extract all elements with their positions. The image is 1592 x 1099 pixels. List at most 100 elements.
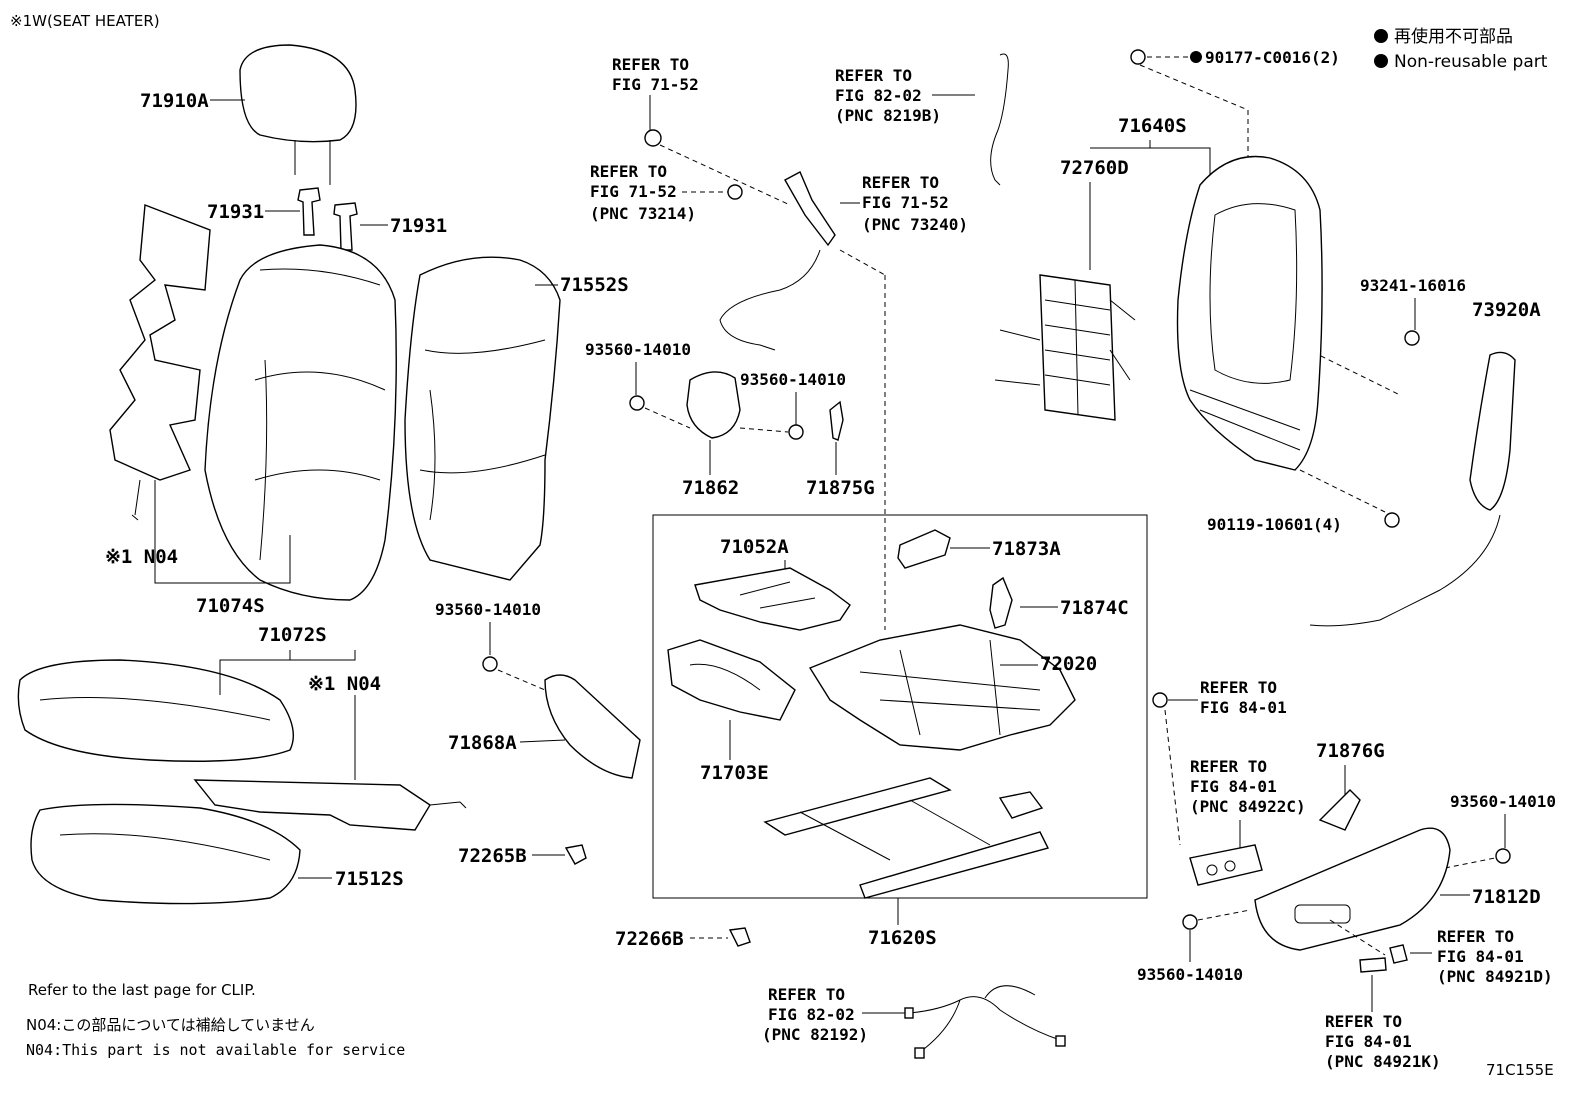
- ref-5-line2: FIG 84-01: [1200, 698, 1287, 717]
- part-label-93560-a: 93560-14010: [585, 340, 691, 359]
- clip-icon: [564, 844, 587, 865]
- non-reusable-bullet-icon: [1190, 51, 1202, 63]
- part-label-71875G: 71875G: [806, 477, 875, 499]
- part-label-71074S: 71074S: [196, 595, 265, 617]
- part-label-93560-c: 93560-14010: [435, 600, 541, 619]
- headrest-support-part: [297, 187, 358, 251]
- part-label-93560-d: 93560-14010: [1450, 792, 1556, 811]
- knob-84921K-icon: [1359, 957, 1387, 973]
- n04-label-back: ※1 N04: [105, 546, 178, 568]
- shield-71868A-part: [544, 674, 641, 779]
- bolt-icon: [1404, 330, 1420, 346]
- legend-bullet-icon: [1374, 54, 1388, 68]
- ref-7-line2: FIG 84-01: [1437, 947, 1524, 966]
- part-label-71873A: 71873A: [992, 538, 1061, 560]
- ref-8-line1: REFER TO: [1325, 1012, 1402, 1031]
- part-label-93560-e: 93560-14010: [1137, 965, 1243, 984]
- bolt-icon: [482, 656, 498, 672]
- bolt-icon: [1495, 848, 1511, 864]
- part-label-71703E: 71703E: [700, 762, 769, 784]
- side-shield-71812D-part: [1254, 827, 1451, 951]
- side-airbag-73920A-part: [1309, 351, 1516, 627]
- bracket-71874C-part: [989, 576, 1013, 629]
- bolt-icon: [788, 424, 804, 440]
- seatback-pad-part: [404, 256, 561, 581]
- n04-label-cushion: ※1 N04: [308, 673, 381, 695]
- part-label-71931-right: 71931: [390, 215, 447, 237]
- seat-heater-note: ※1W(SEAT HEATER): [10, 12, 160, 30]
- trim-cover-71862-part: [686, 371, 741, 439]
- ref-4-line1: REFER TO: [862, 173, 939, 192]
- cushion-frame-72020-part: [808, 624, 1076, 751]
- part-label-71931-left: 71931: [207, 201, 264, 223]
- ref-9-line1: REFER TO: [768, 985, 845, 1004]
- part-label-93560-b: 93560-14010: [740, 370, 846, 389]
- washer-icon: [727, 184, 743, 200]
- seatback-frame-71640S-part: [1176, 155, 1323, 471]
- figure-code: 71C155E: [1486, 1061, 1554, 1079]
- floor-harness-part: [904, 985, 1066, 1059]
- part-label-71910A: 71910A: [140, 90, 209, 112]
- part-label-72760D: 72760D: [1060, 157, 1129, 179]
- ref-3-line2: FIG 82-02: [835, 86, 922, 105]
- bolt-icon: [1152, 692, 1168, 708]
- legend-bullet-icon: [1374, 29, 1388, 43]
- part-label-71812D: 71812D: [1472, 886, 1541, 908]
- part-label-73920A: 73920A: [1472, 299, 1541, 321]
- legend-jp: 再使用不可部品: [1394, 26, 1513, 47]
- ref-7-line3: (PNC 84921D): [1437, 967, 1553, 986]
- ref-1-line2: FIG 71-52: [612, 75, 699, 94]
- bolt-icon: [1182, 914, 1198, 930]
- part-label-72020: 72020: [1040, 653, 1097, 675]
- back-heater-mat-part: [109, 204, 211, 521]
- ref-1-line1: REFER TO: [612, 55, 689, 74]
- bolt-icon: [1384, 512, 1400, 528]
- ref-3-line1: REFER TO: [835, 66, 912, 85]
- ref-4-line3: (PNC 73240): [862, 215, 968, 234]
- nut-icon: [644, 129, 662, 147]
- cushion-pan-71703E-part: [667, 639, 796, 721]
- part-label-71862: 71862: [682, 477, 739, 499]
- clip-71875G-part: [829, 400, 844, 441]
- ref-2-line1: REFER TO: [590, 162, 667, 181]
- part-label-71552S: 71552S: [560, 274, 629, 296]
- part-label-71512S: 71512S: [335, 868, 404, 890]
- clip-icon: [728, 927, 751, 947]
- ref-6-line1: REFER TO: [1190, 757, 1267, 776]
- ref-6-line2: FIG 84-01: [1190, 777, 1277, 796]
- part-label-72266B: 72266B: [615, 928, 684, 950]
- lumbar-support-72760D-part: [994, 274, 1136, 421]
- cover-71876G-part: [1318, 789, 1361, 831]
- part-label-93241: 93241-16016: [1360, 276, 1466, 295]
- ref-8-line2: FIG 84-01: [1325, 1032, 1412, 1051]
- ref-9-line2: FIG 82-02: [768, 1005, 855, 1024]
- part-label-72265B: 72265B: [458, 845, 527, 867]
- part-label-71052A: 71052A: [720, 536, 789, 558]
- recliner-cable-part: [719, 171, 860, 351]
- bolt-icon: [629, 395, 645, 411]
- cushion-pad-part: [30, 803, 301, 905]
- ref-7-line1: REFER TO: [1437, 927, 1514, 946]
- legend-en: Non-reusable part: [1394, 52, 1548, 72]
- bracket-71873A-part: [897, 529, 951, 569]
- ref-8-line3: (PNC 84921K): [1325, 1052, 1441, 1071]
- wire-harness-part: [932, 53, 1009, 186]
- ref-6-line3: (PNC 84922C): [1190, 797, 1306, 816]
- clip-note: Refer to the last page for CLIP.: [28, 981, 256, 999]
- part-label-71072S: 71072S: [258, 624, 327, 646]
- part-label-71876G: 71876G: [1316, 740, 1385, 762]
- ref-2-line3: (PNC 73214): [590, 204, 696, 223]
- cushion-cover-part: [17, 659, 294, 762]
- part-label-71868A: 71868A: [448, 732, 517, 754]
- n04-note-jp: N04:この部品については補給していません: [26, 1016, 315, 1034]
- seat-track-part: [763, 777, 1050, 899]
- knob-84921D-icon: [1389, 944, 1408, 964]
- part-label-71620S: 71620S: [868, 927, 937, 949]
- part-label-71640S: 71640S: [1118, 115, 1187, 137]
- ref-5-line1: REFER TO: [1200, 678, 1277, 697]
- ref-2-line2: FIG 71-52: [590, 182, 677, 201]
- cushion-heater-mat-part: [193, 779, 467, 831]
- part-label-71874C: 71874C: [1060, 597, 1129, 619]
- part-label-90177: 90177-C0016(2): [1205, 48, 1340, 67]
